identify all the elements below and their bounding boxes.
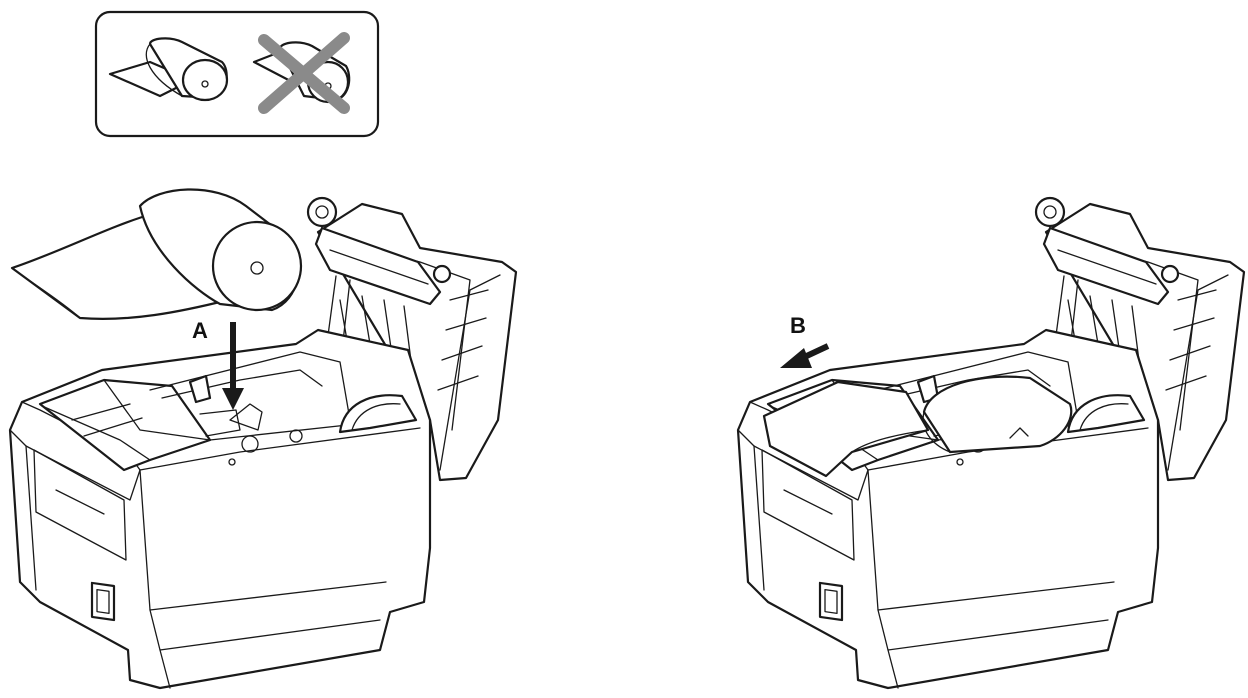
label-a: A bbox=[192, 318, 208, 343]
insert-arrow-a bbox=[222, 322, 244, 410]
loaded-paper-roll-icon bbox=[922, 375, 1073, 454]
roll-orientation-inset bbox=[94, 10, 380, 138]
pulled-paper-sheet bbox=[762, 380, 930, 478]
paper-roll-correct-orientation-icon bbox=[108, 37, 229, 102]
paper-roll-wrong-orientation-icon bbox=[252, 32, 351, 114]
label-b: B bbox=[790, 313, 806, 338]
pull-arrow-b bbox=[780, 343, 830, 368]
paper-roll-icon bbox=[10, 188, 303, 320]
